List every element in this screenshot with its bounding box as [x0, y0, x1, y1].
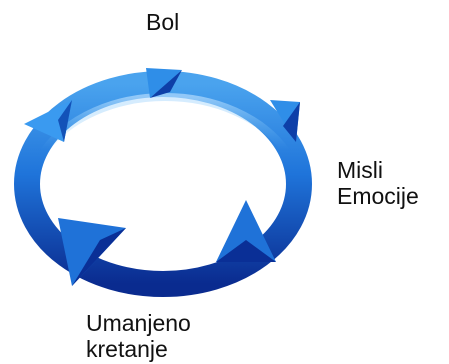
node-label-line: Umanjeno	[86, 310, 191, 336]
arrowhead-upper-right-shadow	[283, 102, 300, 142]
arrowhead-bottom-left	[58, 218, 126, 286]
arrowhead-left	[24, 100, 72, 142]
node-label-line: kretanje	[86, 336, 168, 362]
arrowhead-top-shadow	[150, 70, 182, 98]
node-label-line: Emocije	[337, 183, 419, 209]
arrowhead-top	[146, 68, 182, 98]
node-label-line: Misli	[337, 157, 383, 183]
arrowhead-right	[216, 200, 276, 262]
node-label-umanjeno-kretanje: Umanjeno kretanje	[86, 310, 191, 362]
cycle-ring-highlight	[41, 93, 289, 154]
arrowhead-left-shadow	[58, 100, 72, 142]
arrowhead-right-shadow	[216, 240, 276, 262]
node-label-bol: Bol	[146, 9, 179, 35]
arrowhead-bottom-left-shadow	[72, 228, 126, 286]
node-label-line: Bol	[146, 9, 180, 35]
node-label-misli-emocije: Misli Emocije	[337, 157, 419, 209]
